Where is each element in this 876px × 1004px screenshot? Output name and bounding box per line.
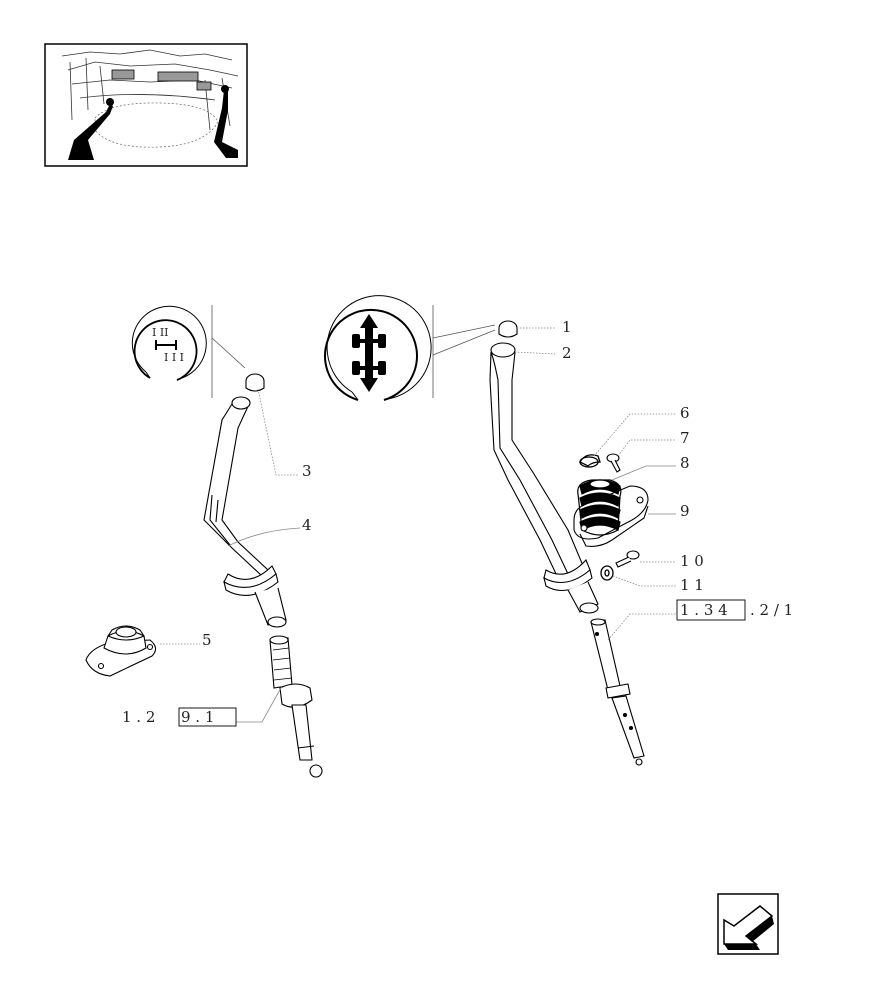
- overview-thumbnail[interactable]: [44, 43, 248, 167]
- callout-9: 9: [680, 502, 690, 520]
- part-11-washer[interactable]: [600, 565, 614, 581]
- ref-left-boxed: 9 . 1: [181, 708, 214, 726]
- callout-1: 1: [562, 318, 572, 336]
- gear-symbol-bottom: I I I: [164, 351, 184, 364]
- part-6-clip[interactable]: [579, 454, 601, 468]
- right-4wd-lever[interactable]: [489, 320, 645, 766]
- callout-3: 3: [302, 462, 312, 480]
- ref-right-suffix: . 2 / 1: [750, 601, 793, 619]
- four-wheel-drive-symbol: [324, 295, 432, 401]
- part-9-base-plate[interactable]: [573, 485, 649, 547]
- ref-link-left[interactable]: 1 . 2 9 . 1: [122, 707, 237, 727]
- leader-lines: [160, 327, 676, 723]
- part-10-bolt[interactable]: [615, 550, 640, 568]
- gear-range-symbol: I II I I I: [131, 305, 207, 381]
- callout-11: 1 1: [680, 576, 704, 594]
- callout-8: 8: [680, 454, 690, 472]
- back-arrow-icon: [723, 905, 774, 950]
- ref-left-prefix: 1 . 2: [122, 708, 155, 726]
- callout-6: 6: [680, 404, 690, 422]
- ref-right-boxed: 1 . 3 4: [680, 601, 728, 619]
- left-gear-lever[interactable]: [203, 373, 323, 778]
- callout-7: 7: [680, 429, 690, 447]
- callout-4: 4: [302, 516, 312, 534]
- callout-5: 5: [202, 631, 212, 649]
- callout-labels: 1 2 3 4 5 6 7 8 9 1 0 1 1: [202, 318, 704, 649]
- back-arrow-button[interactable]: [717, 893, 779, 955]
- callout-2: 2: [562, 344, 572, 362]
- part-8-boot[interactable]: [577, 479, 622, 536]
- callout-10: 1 0: [680, 552, 704, 570]
- part-5-mount[interactable]: [85, 625, 157, 677]
- part-7-screw[interactable]: [606, 453, 621, 473]
- ref-link-right[interactable]: 1 . 3 4 . 2 / 1: [676, 599, 793, 621]
- gear-symbol-top: I II: [152, 326, 169, 339]
